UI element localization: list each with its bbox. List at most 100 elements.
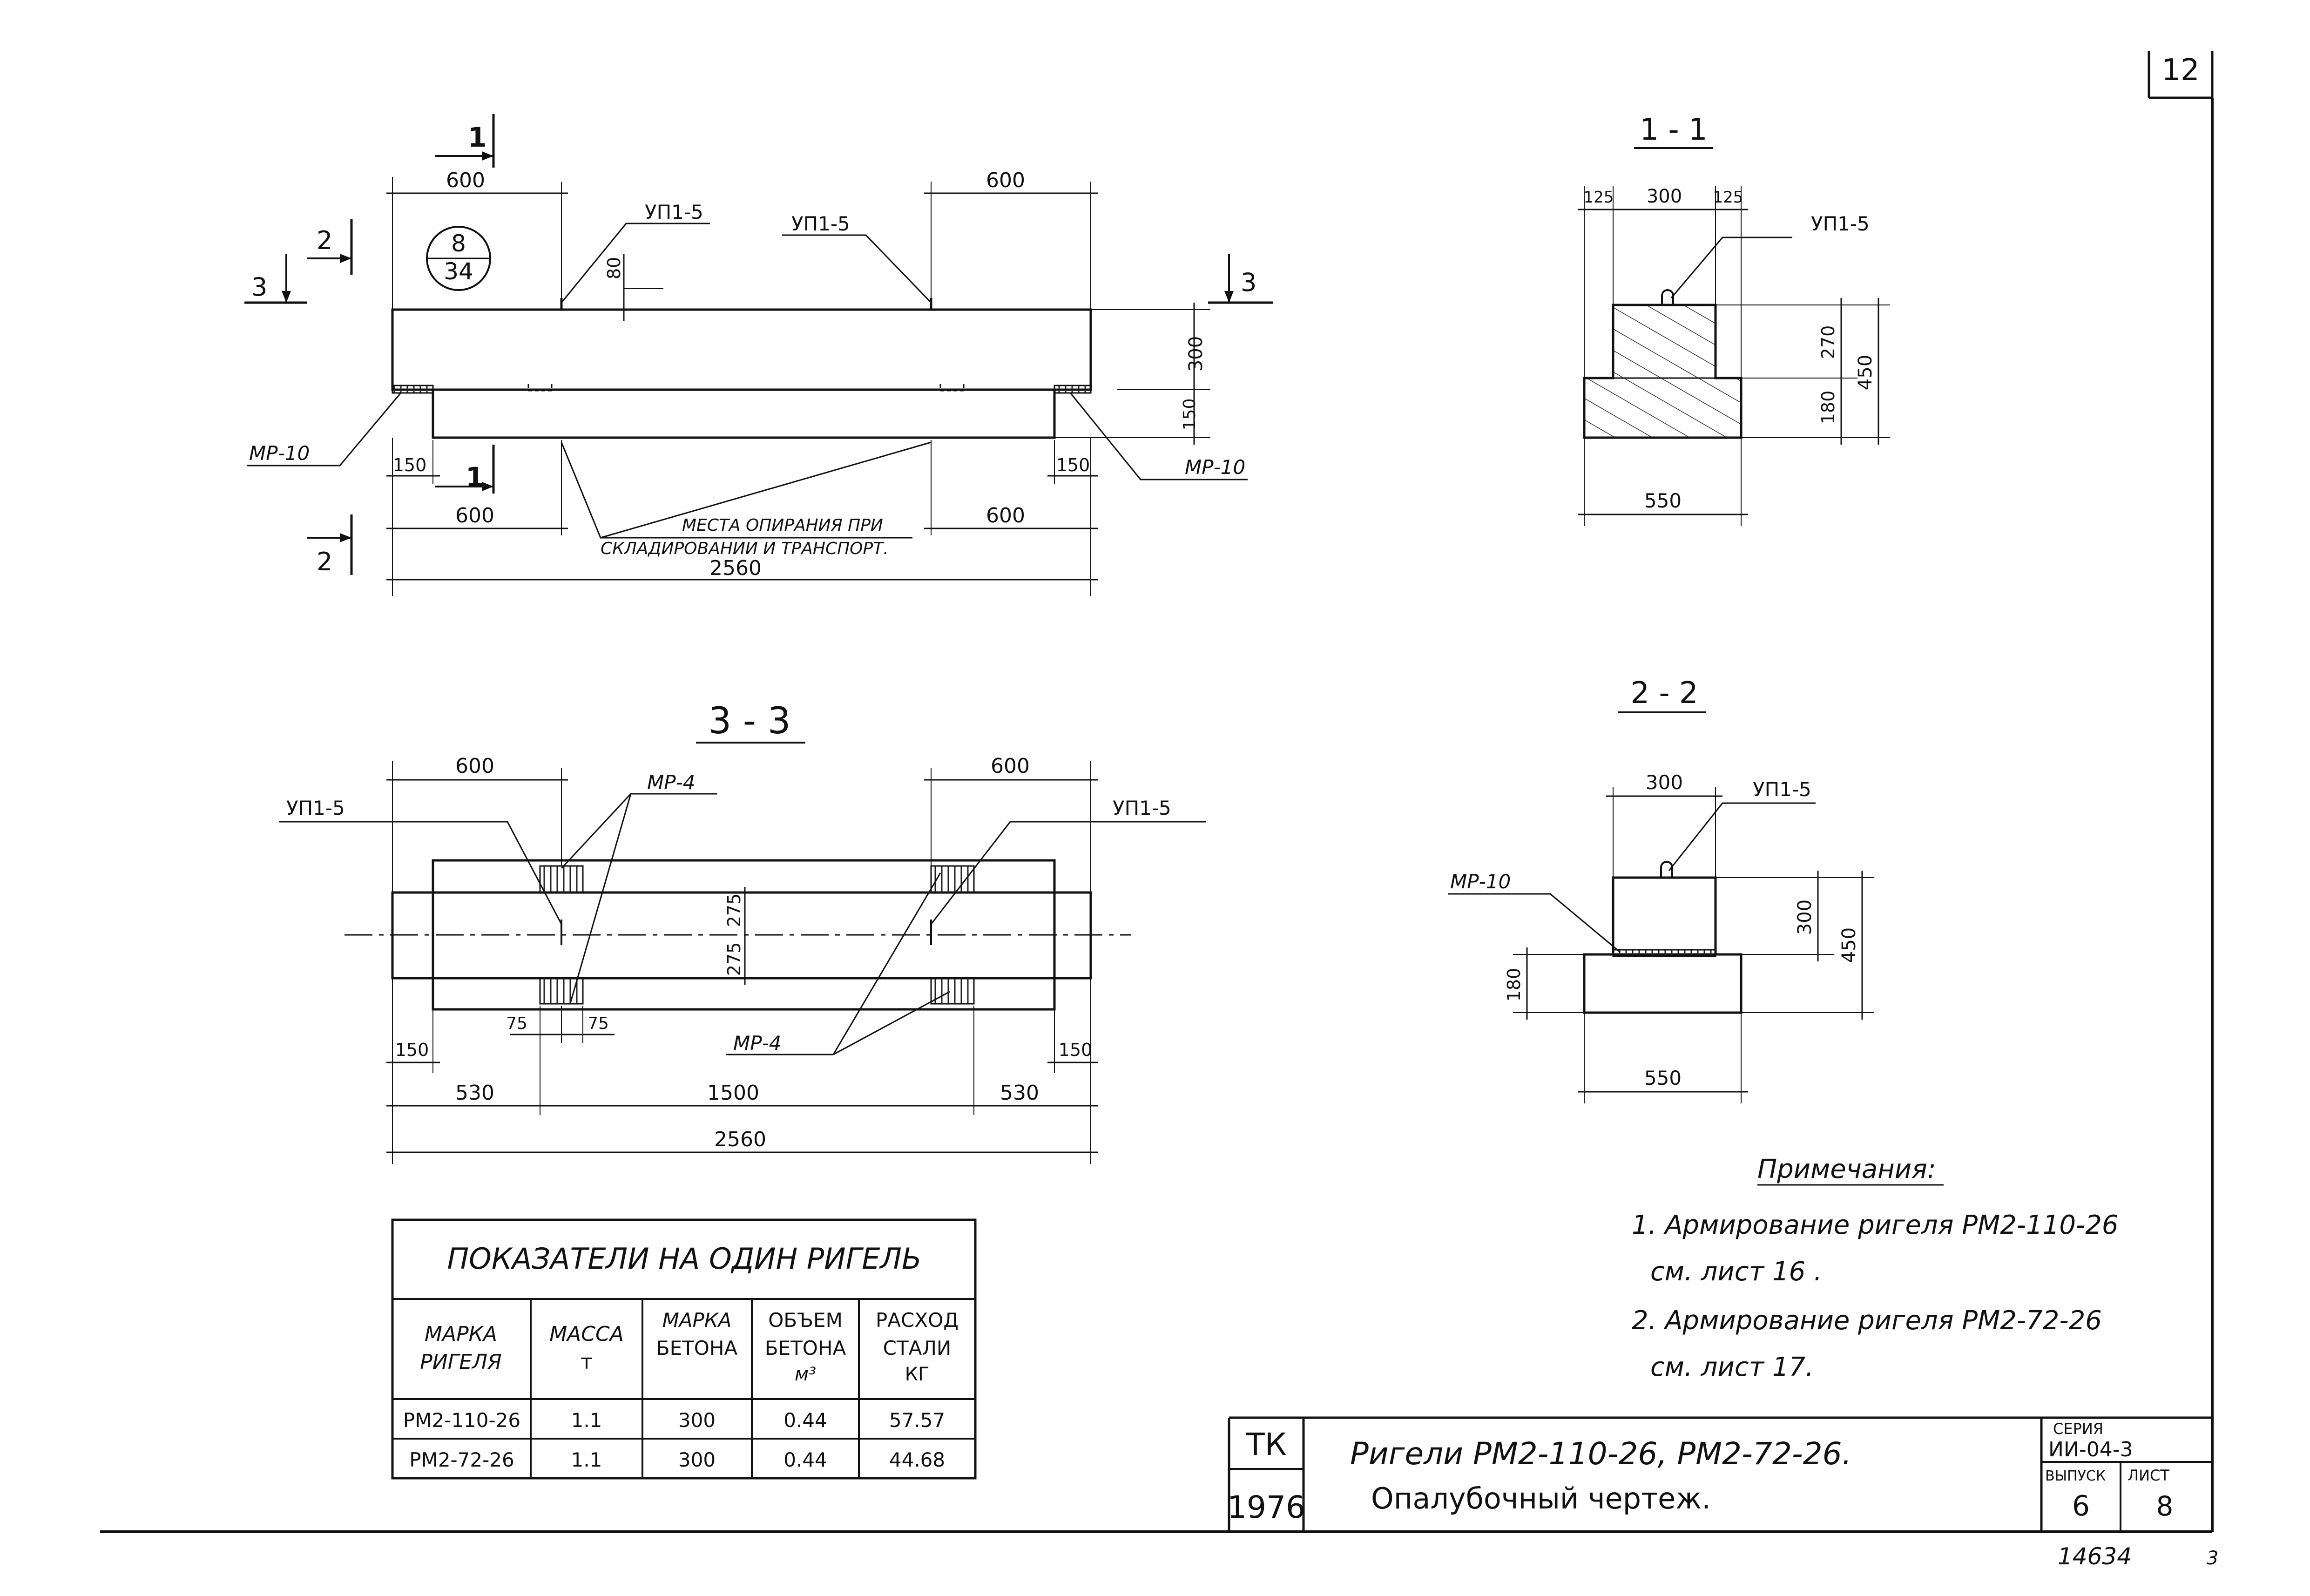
title-org: ТК (1245, 1427, 1286, 1462)
section-1-1-shape (1583, 304, 1743, 439)
section-2-2-mr-label: МР-10 (1450, 870, 1511, 893)
section-2-2-embedded-plate (1612, 949, 1716, 957)
section-1-1-dim-180: 180 (1818, 391, 1838, 425)
mark-number-bottom: 34 (444, 258, 473, 285)
section-3-3-dim-275-top: 275 (724, 893, 744, 927)
dim-150-bottom-left: 150 (393, 455, 427, 475)
section-3-3-title: 3 - 3 (709, 700, 791, 742)
section-1-1-up-label: УП1-5 (1811, 212, 1870, 235)
header-steel-1: РАСХОД (876, 1309, 959, 1332)
section-2-2-dim-180: 180 (1504, 968, 1524, 1002)
section-3-3-dim-600-right: 600 (991, 754, 1030, 778)
section-3-3: 3 - 3 600 600 275 275 75 75 (279, 700, 1206, 1164)
indicators-table: ПОКАЗАТЕЛИ НА ОДИН РИГЕЛЬ МАРКА РИГЕЛЯ М… (391, 1218, 977, 1480)
table-row: РМ2-110-26 1.1 300 0.44 57.57 (403, 1409, 945, 1432)
section-2-2-up-label: УП1-5 (1753, 778, 1811, 801)
section-1-1-title: 1 - 1 (1640, 113, 1707, 147)
section-marker-1-bottom: 1 (435, 445, 495, 494)
section-1-1: 1 - 1 УП1-5 125 300 125 270 180 450 550 (1578, 113, 1890, 526)
header-concrete-grade-1: МАРКА (662, 1309, 732, 1332)
title-year: 1976 (1227, 1489, 1305, 1525)
section-1-1-dim-270: 270 (1818, 325, 1838, 359)
section-3-3-dim-75-right: 75 (588, 1014, 609, 1033)
series-label: СЕРИЯ (2053, 1420, 2103, 1438)
section-2-2-dim-450: 450 (1838, 927, 1860, 963)
dim-bottom-right-600: 600 (986, 504, 1025, 527)
section-3-3-dim-275-bottom: 275 (724, 942, 744, 976)
header-beam-mark-1: МАРКА (425, 1322, 497, 1346)
dim-150-bottom-right: 150 (1056, 455, 1090, 475)
header-concrete-volume-1: ОБЪЕМ (768, 1309, 843, 1332)
plate-mr4-top-left (539, 865, 584, 893)
section-3-3-dim-75-left: 75 (506, 1014, 527, 1033)
section-marker-2-top: 2 (307, 219, 353, 275)
section-1-1-dim-300: 300 (1647, 186, 1682, 207)
header-steel-2: СТАЛИ (883, 1337, 952, 1359)
note-1-line1: 1. Армирование ригеля РМ2-110-26 (1632, 1210, 2119, 1240)
page-number: 12 (2161, 53, 2199, 88)
section-3-3-mr-label-bottom: МР-4 (733, 1032, 781, 1055)
svg-text:1: 1 (466, 461, 484, 493)
sheet-label: ЛИСТ (2128, 1467, 2169, 1484)
section-2-2-dim-300-top: 300 (1646, 771, 1683, 794)
series-value: ИИ-04-3 (2048, 1438, 2133, 1461)
header-mass-2: т (581, 1350, 593, 1374)
issue-label: ВЫПУСК (2045, 1468, 2106, 1484)
section-3-3-up-label-right: УП1-5 (1113, 797, 1171, 819)
support-note-line1: МЕСТА ОПИРАНИЯ ПРИ (682, 516, 883, 535)
note-2-line1: 2. Армирование ригеля РМ2-72-26 (1632, 1305, 2102, 1336)
cell-mark: РМ2-72-26 (409, 1448, 514, 1471)
section-3-3-dim-530-left: 530 (455, 1081, 494, 1105)
cell-steel: 44.68 (889, 1448, 945, 1471)
drawing-title-line2: Опалубочный чертеж. (1371, 1481, 1711, 1515)
dim-150-right: 150 (1180, 399, 1199, 431)
section-3-3-dim-150-left: 150 (395, 1040, 429, 1060)
section-1-1-dim-450: 450 (1855, 355, 1876, 390)
header-concrete-grade-2: БЕТОНА (656, 1337, 738, 1359)
cell-grade: 300 (678, 1409, 716, 1432)
elev-up-label-left: УП1-5 (645, 201, 703, 223)
header-steel-3: КГ (905, 1364, 930, 1385)
elev-mr-label-right: МР-10 (1185, 456, 1245, 479)
svg-text:3: 3 (1241, 268, 1256, 297)
cell-mass: 1.1 (571, 1448, 602, 1471)
cell-grade: 300 (678, 1448, 716, 1471)
cell-mass: 1.1 (571, 1409, 602, 1432)
section-2-2-dim-300-side: 300 (1794, 899, 1816, 935)
section-3-3-dim-2560: 2560 (714, 1128, 766, 1151)
dim-total-2560: 2560 (709, 556, 762, 580)
plate-mr4-bottom-right (930, 977, 975, 1005)
table-row: РМ2-72-26 1.1 300 0.44 44.68 (409, 1448, 945, 1471)
embedded-plate-left (392, 385, 434, 394)
header-concrete-volume-3: м³ (795, 1364, 816, 1385)
notes-title: Примечания: (1757, 1154, 1936, 1184)
dim-top-right-600: 600 (986, 169, 1025, 192)
support-note-line2: СКЛАДИРОВАНИИ И ТРАНСПОРТ. (601, 539, 889, 558)
issue-value: 6 (2072, 1490, 2090, 1522)
cell-volume: 0.44 (784, 1448, 827, 1471)
note-2-line2: см. лист 17. (1650, 1352, 1814, 1382)
header-mass-1: МАССА (549, 1322, 624, 1346)
svg-text:1: 1 (468, 122, 486, 153)
elev-up-label-right: УП1-5 (791, 212, 850, 235)
section-marker-3-left: 3 (244, 254, 307, 304)
table-title: ПОКАЗАТЕЛИ НА ОДИН РИГЕЛЬ (447, 1242, 921, 1276)
note-1-line2: см. лист 16 . (1650, 1257, 1822, 1287)
beam-elevation: 600 600 80 300 150 150 150 600 600 (244, 114, 1273, 596)
header-concrete-volume-2: БЕТОНА (765, 1337, 846, 1359)
cell-mark: РМ2-110-26 (403, 1409, 520, 1432)
header-beam-mark-2: РИГЕЛЯ (420, 1350, 501, 1374)
inventory-number: 14634 (2058, 1543, 2132, 1570)
notes: Примечания: 1. Армирование ригеля РМ2-11… (1632, 1154, 2119, 1382)
svg-text:2: 2 (317, 547, 332, 576)
cell-volume: 0.44 (784, 1409, 827, 1432)
inventory-suffix: 3 (2207, 1548, 2218, 1569)
title-block: ТК 1976 Ригели РМ2-110-26, РМ2-72-26. Оп… (1227, 1416, 2212, 1532)
section-3-3-up-label-left: УП1-5 (286, 797, 345, 819)
svg-text:3: 3 (251, 272, 267, 302)
cell-steel: 57.57 (889, 1409, 945, 1432)
section-3-3-dim-1500: 1500 (707, 1081, 759, 1105)
sheet-value: 8 (2156, 1490, 2174, 1522)
drawing-title-line1: Ригели РМ2-110-26, РМ2-72-26. (1350, 1436, 1852, 1472)
section-2-2: 2 - 2 УП1-5 МР-10 300 300 450 180 550 (1448, 676, 1874, 1103)
